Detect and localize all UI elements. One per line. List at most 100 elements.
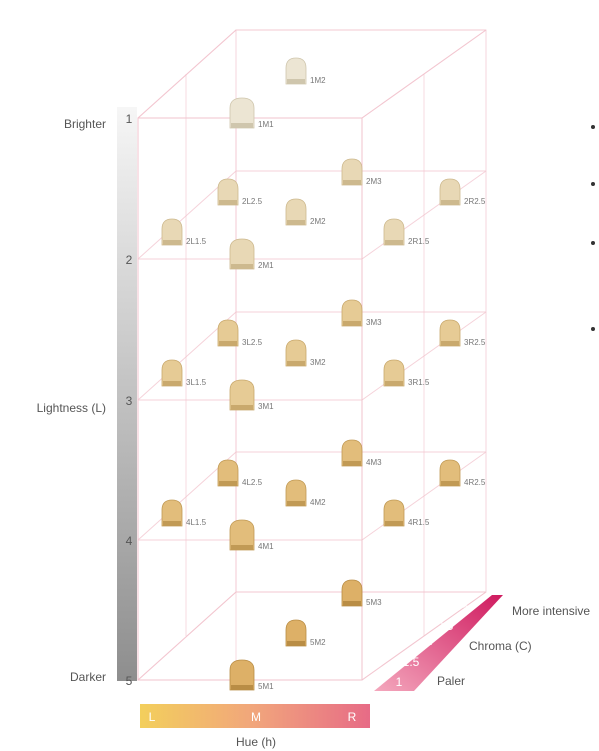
bullet-1: [591, 125, 595, 129]
chroma-tick-3: 3: [463, 603, 470, 617]
chroma-scale-wedge: [374, 595, 503, 691]
shade-base-1M2: [287, 79, 305, 84]
shade-tooth-2R1.5: [383, 218, 405, 246]
shade-base-4R2.5: [441, 481, 459, 486]
shade-label-5M1: 5M1: [258, 682, 274, 691]
shade-tooth-5M3: [341, 579, 363, 607]
shade-tooth-3L1.5: [161, 359, 183, 387]
shade-tab-2M1: 2M1: [229, 238, 274, 270]
shade-tab-2L1.5: 2L1.5: [161, 218, 207, 246]
shade-tab-2R2.5: 2R2.5: [439, 178, 486, 206]
shade-base-2R1.5: [385, 240, 403, 245]
shade-tooth-1M1: [229, 97, 255, 129]
shade-label-3M3: 3M3: [366, 318, 382, 327]
shade-label-4M1: 4M1: [258, 542, 274, 551]
lightness-tick-5: 5: [126, 674, 133, 688]
shade-label-3M2: 3M2: [310, 358, 326, 367]
shade-tooth-4L2.5: [217, 459, 239, 487]
bullet-4: [591, 327, 595, 331]
cube-frame: [137, 29, 487, 681]
bullet-2: [591, 182, 595, 186]
chroma-tick-2.5: 2.5: [437, 619, 454, 633]
shade-label-4R2.5: 4R2.5: [464, 478, 486, 487]
shade-base-3R2.5: [441, 341, 459, 346]
more-intensive-label: More intensive: [512, 604, 590, 618]
shade-label-2R1.5: 2R1.5: [408, 237, 430, 246]
shade-tab-1M1: 1M1: [229, 97, 274, 129]
shade-label-1M2: 1M2: [310, 76, 326, 85]
shade-tooth-2R2.5: [439, 178, 461, 206]
shade-tooth-3L2.5: [217, 319, 239, 347]
shade-label-4M2: 4M2: [310, 498, 326, 507]
shade-tab-4M3: 4M3: [341, 439, 382, 467]
shade-label-4L1.5: 4L1.5: [186, 518, 207, 527]
hue-axis-label: Hue (h): [236, 735, 276, 749]
chroma-tick-2: 2: [426, 634, 433, 648]
shade-label-3R2.5: 3R2.5: [464, 338, 486, 347]
shade-label-3M1: 3M1: [258, 402, 274, 411]
shade-tooth-4R2.5: [439, 459, 461, 487]
shade-base-1M1: [231, 123, 253, 128]
chroma-tick-1.5: 1.5: [403, 655, 420, 669]
shade-base-4L1.5: [163, 521, 181, 526]
shade-label-3L2.5: 3L2.5: [242, 338, 263, 347]
brighter-label: Brighter: [64, 117, 106, 131]
lightness-scale-bar: [117, 107, 137, 681]
shade-tab-3M2: 3M2: [285, 339, 326, 367]
shade-tab-2R1.5: 2R1.5: [383, 218, 430, 246]
shade-base-3L2.5: [219, 341, 237, 346]
shade-tooth-3R2.5: [439, 319, 461, 347]
shade-base-3L1.5: [163, 381, 181, 386]
bullet-list: [591, 125, 595, 331]
shade-label-2M2: 2M2: [310, 217, 326, 226]
shade-tab-2M3: 2M3: [341, 158, 382, 186]
paler-label: Paler: [437, 674, 465, 688]
chroma-tick-labels: 11.5 2 2.5 3: [396, 603, 470, 689]
shade-base-2L1.5: [163, 240, 181, 245]
shade-tooth-4M1: [229, 519, 255, 551]
shade-base-4M2: [287, 501, 305, 506]
shade-tooth-5M2: [285, 619, 307, 647]
shade-label-2R2.5: 2R2.5: [464, 197, 486, 206]
shade-tab-3R2.5: 3R2.5: [439, 319, 486, 347]
lightness-tick-1: 1: [126, 112, 133, 126]
shade-tooth-1M2: [285, 57, 307, 85]
hue-tick-M: M: [251, 710, 261, 724]
shade-tab-4L2.5: 4L2.5: [217, 459, 263, 487]
shade-label-4L2.5: 4L2.5: [242, 478, 263, 487]
shade-base-4R1.5: [385, 521, 403, 526]
shade-tab-4M1: 4M1: [229, 519, 274, 551]
shade-tab-5M2: 5M2: [285, 619, 326, 647]
shade-tooth-4M2: [285, 479, 307, 507]
shade-base-3R1.5: [385, 381, 403, 386]
hue-tick-L: L: [149, 710, 156, 724]
shade-label-3R1.5: 3R1.5: [408, 378, 430, 387]
shade-tab-4L1.5: 4L1.5: [161, 499, 207, 527]
shade-base-5M1: [231, 685, 253, 690]
shade-base-2R2.5: [441, 200, 459, 205]
shade-base-5M2: [287, 641, 305, 646]
shade-tab-3M1: 3M1: [229, 379, 274, 411]
chroma-tick-1: 1: [396, 675, 403, 689]
shade-label-3L1.5: 3L1.5: [186, 378, 207, 387]
level-line-1: [137, 29, 487, 119]
shade-base-3M1: [231, 405, 253, 410]
shade-tab-1M2: 1M2: [285, 57, 326, 85]
shade-tab-5M1: 5M1: [229, 659, 274, 691]
shade-tooth-2L2.5: [217, 178, 239, 206]
shade-tab-3R1.5: 3R1.5: [383, 359, 430, 387]
shade-label-5M3: 5M3: [366, 598, 382, 607]
shade-tooth-5M1: [229, 659, 255, 691]
shade-base-3M2: [287, 361, 305, 366]
shade-base-2M3: [343, 180, 361, 185]
lightness-tick-3: 3: [126, 394, 133, 408]
darker-label: Darker: [70, 670, 106, 684]
shade-tab-2L2.5: 2L2.5: [217, 178, 263, 206]
shade-tooth-4L1.5: [161, 499, 183, 527]
shade-tooth-4M3: [341, 439, 363, 467]
level-line-5: [137, 591, 487, 681]
shade-tab-3M3: 3M3: [341, 299, 382, 327]
shade-tooth-2L1.5: [161, 218, 183, 246]
shade-tooth-2M3: [341, 158, 363, 186]
